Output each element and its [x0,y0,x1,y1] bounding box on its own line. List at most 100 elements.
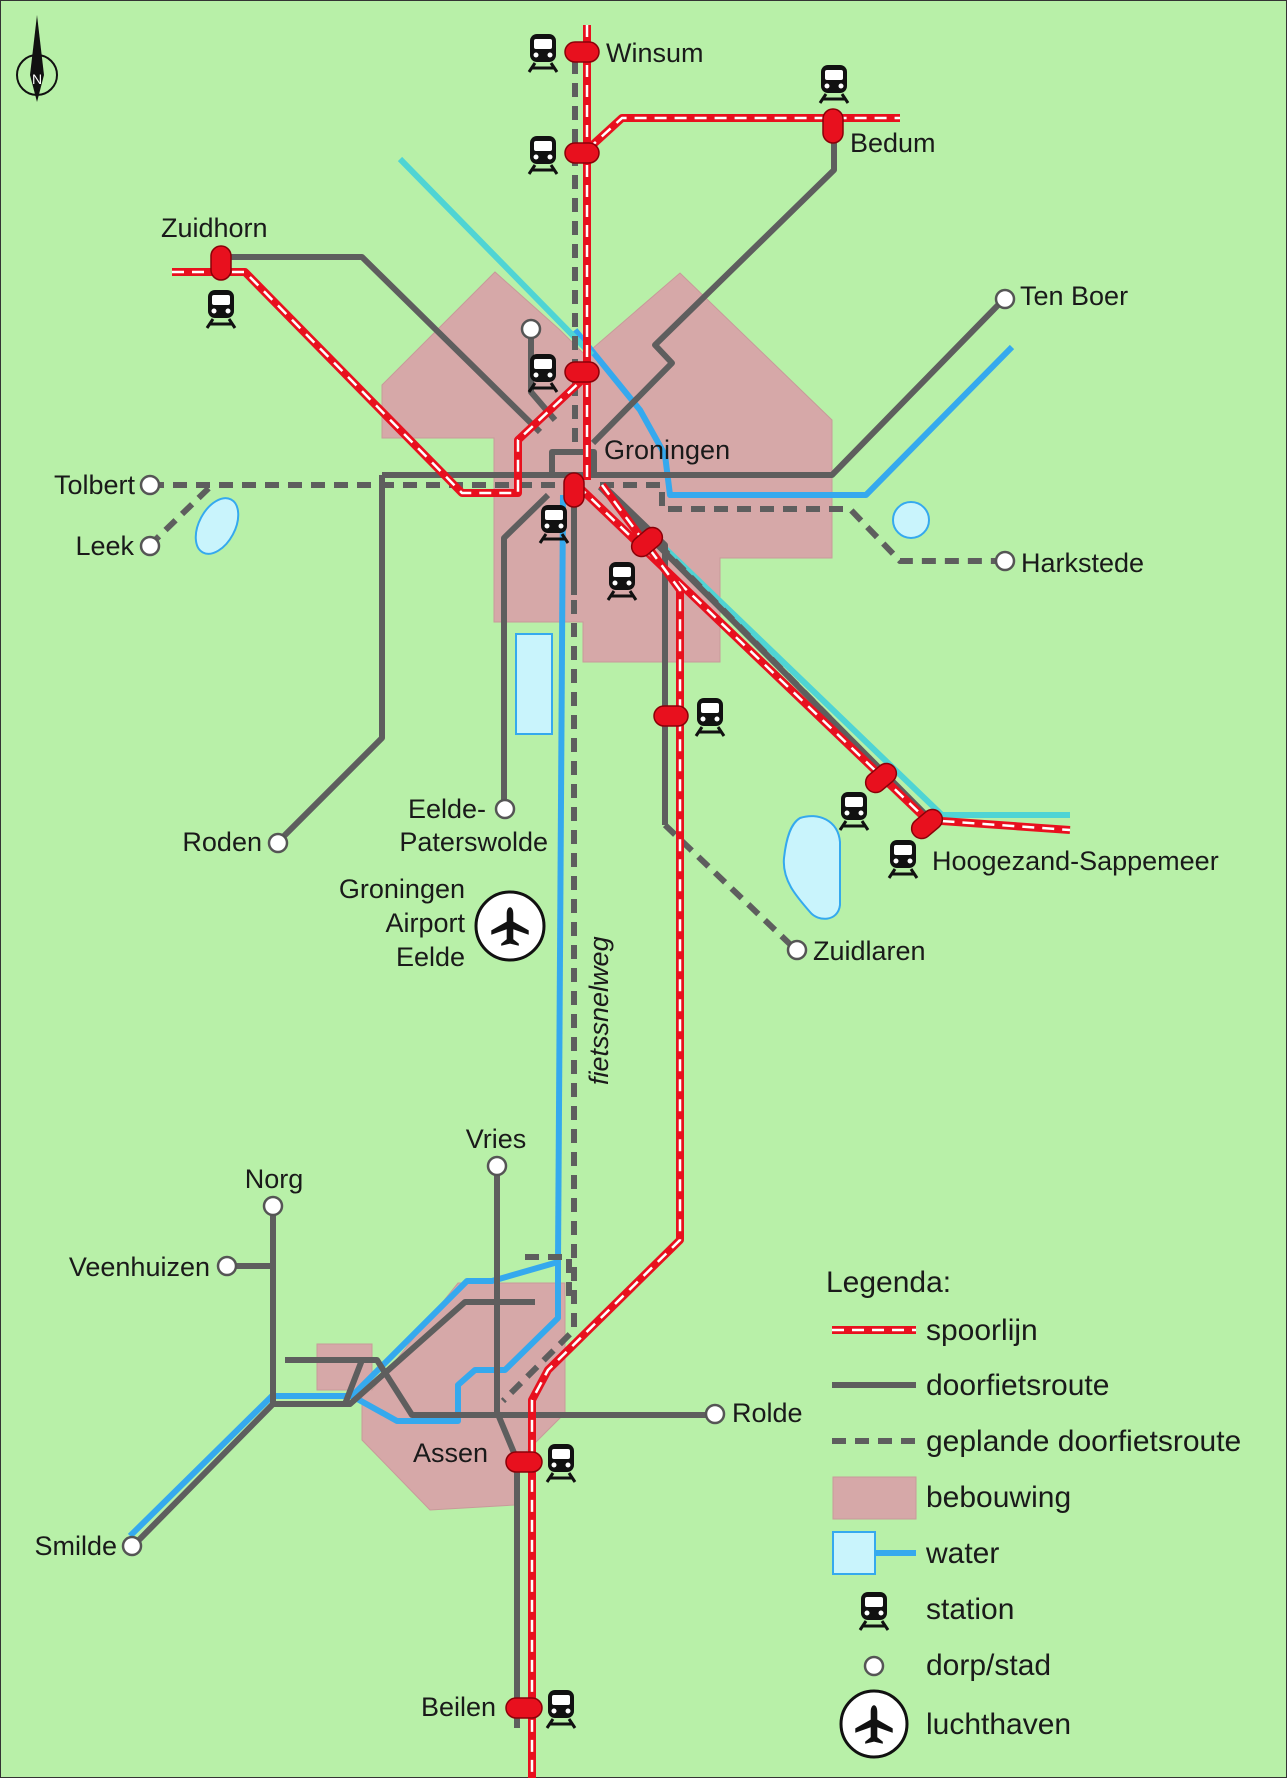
town-marker-leek [139,535,161,557]
label-airport-line2: Airport [385,908,465,938]
label-airport-line3: Eelde [396,942,465,972]
label-tolbert: Tolbert [54,470,136,500]
route-zuidhorn [222,254,543,435]
paterswolde-lake [515,633,553,735]
stop-groningen-north [564,361,600,383]
legend: Legenda: spoorlijn doorfietsroute geplan… [826,1266,1241,1759]
label-norg: Norg [245,1164,304,1194]
town-marker-roden [267,832,289,854]
label-bedum: Bedum [850,128,936,158]
station-stops [210,41,944,1719]
label-vries: Vries [466,1124,527,1154]
legend-label-town: dorp/stad [926,1649,1051,1682]
label-beilen: Beilen [421,1692,496,1722]
groningen-built-area [381,271,833,663]
stop-beilen [505,1697,543,1719]
rail-bedum [584,114,900,153]
stop-groningen [563,472,585,508]
town-marker-harkstede [994,550,1016,572]
label-zuidlaren: Zuidlaren [813,936,926,966]
town-marker-norg [262,1195,284,1217]
legend-label-station: station [926,1593,1014,1626]
label-rolde: Rolde [732,1398,803,1428]
label-roden: Roden [182,827,262,857]
stop-hoogezand [910,808,944,840]
canal-blue-assen [127,1259,559,1539]
legend-item-route: doorfietsroute [832,1369,1109,1402]
route-vries [494,1166,520,1728]
town-marker-zuidlaren [786,939,808,961]
town-marker-smilde [121,1535,143,1557]
label-assen: Assen [413,1438,488,1468]
label-harkstede: Harkstede [1021,548,1144,578]
leek-lake [194,497,240,555]
label-groningen: Groningen [604,435,730,465]
route-roden [275,475,385,845]
town-marker-rolde [704,1403,726,1425]
harkstede-pond [892,501,930,539]
label-smilde: Smilde [34,1531,117,1561]
planned-hoogezand [607,492,933,823]
label-veenhuizen: Veenhuizen [69,1252,210,1282]
stop-kropswolde [864,762,898,794]
built-up-areas [316,271,833,1511]
label-ten-boer: Ten Boer [1020,281,1128,311]
legend-label-built: bebouwing [926,1481,1071,1514]
stop-bedum [822,108,844,144]
label-zuidhorn: Zuidhorn [161,213,268,243]
label-leek: Leek [75,531,134,561]
zuidlaren-lake [782,815,841,920]
place-labels: Winsum Bedum Zuidhorn Ten Boer Groningen… [34,38,1218,1722]
legend-item-planned: geplande doorfietsroute [832,1425,1241,1458]
route-rolde [285,1357,714,1418]
legend-item-water: water [832,1531,999,1575]
label-winsum: Winsum [606,38,704,68]
label-eelde-line2: Paterswolde [399,827,548,857]
airport-marker [474,890,546,962]
legend-item-built: bebouwing [832,1476,1071,1520]
town-marker-veenhuizen [216,1255,238,1277]
legend-label-airport: luchthaven [926,1708,1071,1741]
compass-rose: N [16,15,58,102]
town-marker-ten-boer [994,288,1016,310]
canal-blue-south [555,494,566,1263]
legend-item-town: dorp/stad [863,1649,1051,1682]
label-airport-line1: Groningen [339,874,465,904]
legend-label-route: doorfietsroute [926,1369,1109,1402]
stop-haren [653,705,689,727]
legend-item-rail: spoorlijn [832,1314,1038,1347]
stop-groningen-europapark [630,526,664,558]
route-eelde [501,492,551,808]
stop-winsum [564,41,600,63]
legend-label-water: water [925,1537,999,1570]
planned-leek [146,482,215,549]
compass-north-letter: N [32,71,42,87]
town-marker-groningen-north [520,318,542,340]
stop-assen [505,1451,543,1473]
stop-winsum-south [564,142,600,164]
canal-blue-assen-inner [350,1262,561,1424]
town-marker-tolbert [139,474,161,496]
route-bedum [590,137,837,446]
label-fietssnelweg: fietssnelweg [584,936,614,1085]
town-markers [121,288,1016,1557]
legend-item-airport: luchthaven [839,1689,1071,1759]
legend-label-planned: geplande doorfietsroute [926,1425,1241,1458]
planned-assen-spur [525,1254,572,1300]
planned-zuidlaren [662,822,797,951]
legend-label-rail: spoorlijn [926,1314,1038,1347]
label-eelde-line1: Eelde- [408,794,486,824]
north-arrow-icon [30,15,44,102]
town-marker-vries [486,1155,508,1177]
planned-fietssnelweg [500,485,577,1404]
route-ten-boer [590,296,1007,478]
rail-zuidhorn [172,268,585,497]
legend-title: Legenda: [826,1266,951,1299]
label-hoogezand: Hoogezand-Sappemeer [932,846,1219,876]
water-bodies [194,497,930,920]
planned-harkstede [600,482,1004,564]
route-smilde [130,1299,535,1549]
route-zuidlaren [605,487,668,825]
